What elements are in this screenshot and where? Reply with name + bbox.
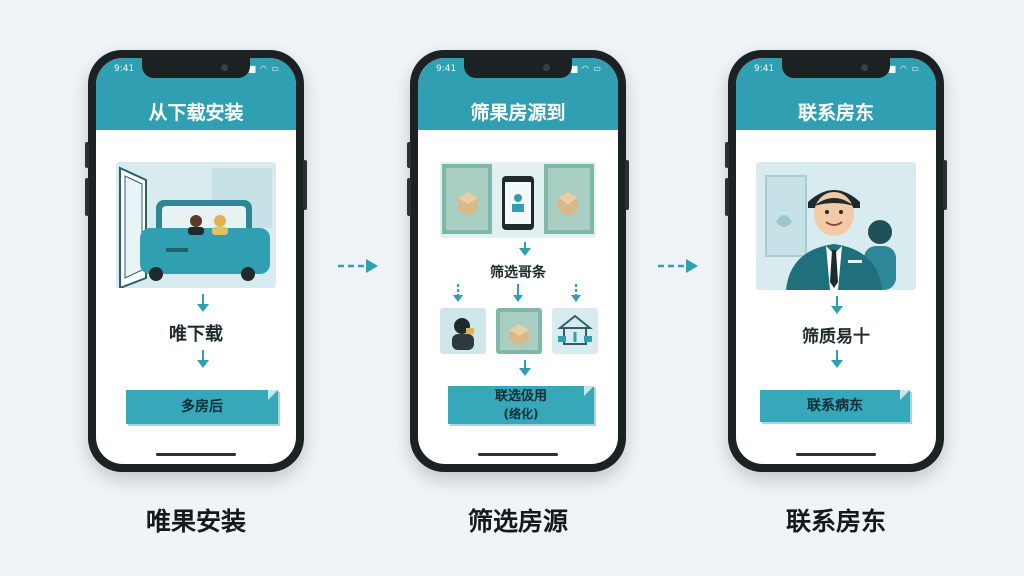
status-icons: ▂▄▆ ◠ ▭ (556, 64, 602, 73)
header-title: 从下载安装 (148, 102, 244, 124)
phone-filter: 9:41 ▂▄▆ ◠ ▭ 筛果房源到 (407, 50, 629, 472)
header-title: 筛果房源到 (470, 102, 566, 124)
box-icon (544, 164, 594, 234)
house-icon (557, 314, 593, 345)
side-button (943, 160, 947, 210)
status-time: 9:41 (114, 64, 135, 74)
branch-arrows (453, 284, 581, 302)
flow-arrow (519, 242, 531, 256)
home-indicator (478, 453, 558, 456)
header-title: 联系房东 (797, 102, 874, 124)
caption-step-1: 唯果安装 (145, 507, 246, 536)
step-label: 唯下载 (169, 324, 223, 345)
status-icons: ▂▄▆ ◠ ▭ (234, 64, 280, 73)
smartphone-icon (502, 176, 534, 230)
phone-notch (464, 58, 572, 78)
landlord-icon (786, 190, 882, 290)
phone-screen: 9:41 ▂▄▆ ◠ ▭ 筛果房源到 (418, 58, 618, 464)
arrow-right-icon (338, 259, 378, 273)
side-button (725, 142, 729, 168)
status-icons: ▂▄▆ ◠ ▭ (874, 64, 920, 73)
phone-screen: 9:41 ▂▄▆ ◠ ▭ 从下载安装 (96, 58, 296, 464)
arrow-right-icon (658, 259, 698, 273)
side-button (407, 142, 411, 168)
car-icon (140, 200, 270, 281)
side-button (85, 178, 89, 216)
person-icon (212, 215, 228, 235)
side-button (625, 160, 629, 210)
illustration-landlord (756, 162, 916, 290)
phone-contact: 9:41 ▂▄▆ ◠ ▭ 联系房东 (725, 50, 947, 472)
agent-icon (452, 318, 474, 350)
side-button (303, 160, 307, 210)
illustration-car (116, 162, 276, 288)
caption-step-3: 联系房东 (785, 507, 886, 536)
illustration-listings (440, 162, 596, 238)
action-button[interactable]: 多房后 (126, 390, 278, 424)
caption-step-2: 筛选房源 (467, 507, 568, 536)
button-line-1: 联选伋用 (494, 389, 547, 404)
phone-download: 9:41 ▂▄▆ ◠ ▭ 从下载安装 (85, 50, 307, 472)
person-icon (188, 215, 204, 235)
flow-arrow (519, 360, 531, 376)
phone-screen: 9:41 ▂▄▆ ◠ ▭ 联系房东 (736, 58, 936, 464)
action-button[interactable]: 联选伋用 (络化) (448, 386, 594, 424)
status-time: 9:41 (754, 64, 775, 74)
flow-arrow (197, 294, 209, 312)
flow-arrow (831, 296, 843, 314)
option-agent[interactable] (440, 308, 486, 354)
box-icon (442, 164, 492, 234)
side-button (407, 178, 411, 216)
filter-label: 筛选哥条 (490, 265, 546, 281)
step-label: 筛质易十 (802, 327, 870, 347)
home-indicator (156, 453, 236, 456)
action-button[interactable]: 联系病东 (760, 390, 910, 422)
flow-arrow (831, 350, 843, 368)
side-button (725, 178, 729, 216)
box-icon (500, 312, 538, 350)
phone-notch (142, 58, 250, 78)
option-listing[interactable] (496, 308, 542, 354)
button-line-2: (络化) (503, 407, 539, 421)
phone-notch (782, 58, 890, 78)
door-icon (119, 166, 147, 288)
option-house[interactable] (552, 308, 598, 354)
side-button (85, 142, 89, 168)
flow-arrow (197, 350, 209, 368)
home-indicator (796, 453, 876, 456)
status-time: 9:41 (436, 64, 457, 74)
